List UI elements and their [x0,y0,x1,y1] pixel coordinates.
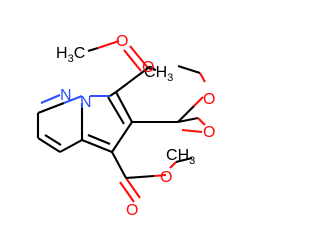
bond-ether-o-b [193,96,204,107]
bond-carbonyl-o-double-f [125,177,141,199]
bond-o-methyl-b [177,64,201,75]
methyl-top-c: C [74,45,86,62]
bond-carbonyl-o-double-g [119,181,135,203]
bond-c7-c6 [115,91,133,123]
methyl-top-right: CH3 [144,64,173,84]
methyl-bottom: CH3 [166,147,195,167]
oxygen-carbonyl-right: O [203,124,215,141]
bond-carbonyl-o-ether [177,105,195,123]
bond-c5-c4-double [44,134,62,146]
bond-n1-n2 [63,95,83,104]
bond-carbonyl-o-ether-c [125,174,155,180]
oxygen-ether-right: O [203,91,215,108]
pyrrole-ring [81,91,133,153]
bond-ether-o-c [153,173,167,178]
bond-c6-c5 [111,121,133,153]
methyl-top: H3C [56,45,85,65]
bond-n1-c6 [37,102,65,114]
methyl-top-h: H [56,45,68,62]
bond-ether-o-methyl [199,72,206,83]
bond-o-double-e [181,128,203,134]
bond-n1-c6-double [40,94,61,104]
bond-n2-c7-cont [109,91,117,97]
bond-c5-c3a-double [87,134,111,145]
ester-group-right [132,64,206,134]
ester-group-top [87,40,157,93]
methyl-bottom-c: C [166,147,178,164]
methyl-top-right-c: C [144,64,156,81]
methyl-bottom-sub: 3 [189,155,195,167]
bond-carbonyl-o-double-c [177,116,199,124]
bond-c7-carbonyl [115,67,149,93]
oxygen-carbonyl-bottom: O [126,202,138,219]
nitrogen-label-1: N [60,87,72,104]
methyl-top-right-h: H [156,64,168,81]
bond-ether-o-methyl-c [169,161,177,169]
methyl-top-right-sub: 3 [167,72,173,84]
bond-o-methyl [87,46,99,53]
pyridazine-ring [36,94,84,153]
chemical-structure: N N O H3C CH3 O O CH3 O O O [36,33,215,219]
nitrogen-label-2: N [80,94,92,111]
bond-carbonyl-co-right [147,66,157,72]
bond-carbonyl-o-double-b [123,49,142,72]
oxygen-ether-bottom: O [160,169,172,186]
oxygen-ether-top: O [116,33,128,50]
bond-ether-o [97,40,120,49]
bond-c4-c3a [59,139,83,153]
bond-o-methyl-c [175,156,193,164]
bond-c5-c3a [81,139,113,153]
bond-c5-carbonyl [111,151,127,179]
methyl-bottom-h: H [178,147,190,164]
ester-group-bottom [111,151,193,203]
bond-carbonyl-o-double-d [197,117,206,126]
bond-carbonyl-o-double-a [129,45,149,69]
bond-c5-c4 [37,137,61,153]
oxygen-carbonyl-top: O [142,59,154,76]
bond-c7-c6-double [107,96,125,125]
methyl-top-sub: 3 [68,53,74,65]
